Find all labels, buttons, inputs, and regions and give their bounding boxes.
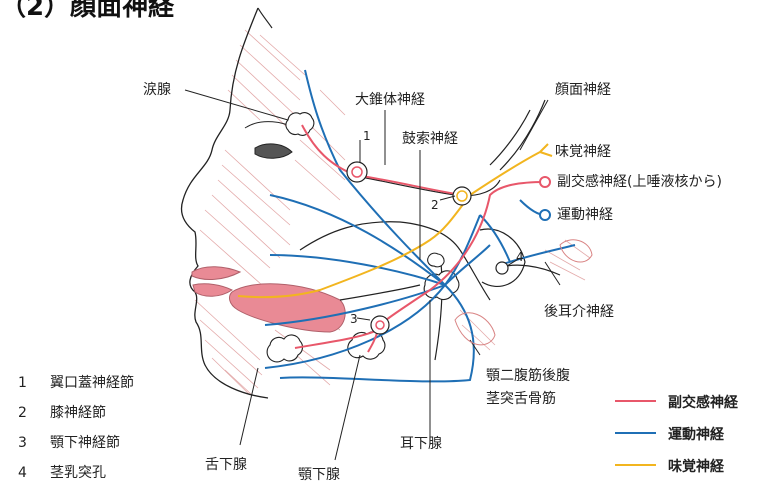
ganglion-pterygopalatine <box>347 162 367 182</box>
auricular-muscle <box>560 240 592 262</box>
marker-4: 4 <box>516 249 524 265</box>
marker-3: 3 <box>350 311 358 327</box>
lacrimal-gland <box>286 113 314 136</box>
label-stylohyoid: 茎突舌骨筋 <box>486 391 556 407</box>
key-label-taste: 味覚神経 <box>668 456 724 476</box>
ganglion-submandibular <box>371 316 389 334</box>
label-lacrimal: 涙腺 <box>143 82 171 98</box>
marker-2: 2 <box>431 197 439 213</box>
label-greater-petrosal: 大錐体神経 <box>355 92 425 108</box>
label-digastric: 顎二腹筋後腹 <box>486 368 570 384</box>
marker-1: 1 <box>363 128 371 144</box>
label-facial-nerve: 顔面神経 <box>555 82 611 98</box>
label-submandibular: 顎下腺 <box>298 467 340 483</box>
small-gland <box>428 253 444 267</box>
lower-lip <box>193 284 232 296</box>
face-profile-outline <box>181 8 268 398</box>
label-sublingual: 舌下腺 <box>205 457 247 473</box>
face-muscle-hatching <box>195 30 590 395</box>
key-label-motor: 運動神経 <box>668 424 724 444</box>
ganglion-geniculate <box>453 187 471 205</box>
label-parasympathetic-nerve: 副交感神経(上唾液核から) <box>557 174 722 190</box>
label-motor-nerve: 運動神経 <box>557 207 613 223</box>
key-label-parasympathetic: 副交感神経 <box>668 392 738 412</box>
tongue <box>230 284 346 332</box>
stylomastoid-foramen <box>496 262 508 274</box>
label-chorda-tympani: 鼓索神経 <box>402 131 458 147</box>
head-back-outline <box>258 8 272 28</box>
label-taste-nerve: 味覚神経 <box>555 144 611 160</box>
digastric-muscle <box>455 313 495 345</box>
parasympathetic-endpoint <box>540 177 550 187</box>
label-posterior-auricular: 後耳介神経 <box>544 304 614 320</box>
label-parotid: 耳下腺 <box>400 436 442 452</box>
upper-lip <box>192 267 240 280</box>
motor-endpoint <box>540 210 550 220</box>
eye <box>255 144 292 158</box>
